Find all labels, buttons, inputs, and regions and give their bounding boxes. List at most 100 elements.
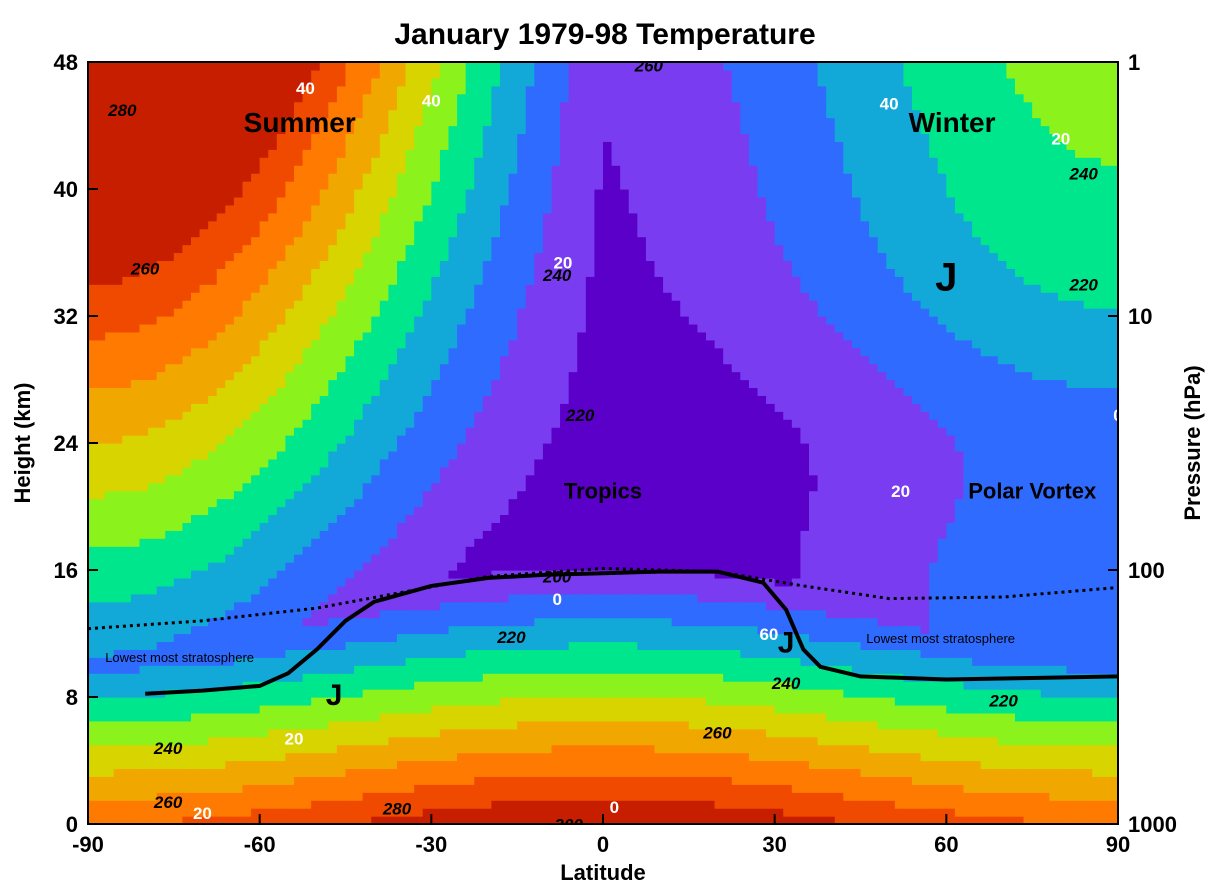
temperature-cell [457, 189, 467, 198]
temperature-cell [225, 665, 235, 674]
temperature-cell [414, 204, 424, 214]
temperature-cell [508, 363, 518, 373]
temperature-cell [251, 530, 261, 539]
temperature-cell [448, 585, 458, 595]
temperature-cell [448, 212, 458, 222]
temperature-cell [465, 196, 475, 206]
temperature-cell [148, 617, 158, 627]
temperature-cell [233, 498, 244, 508]
temperature-cell [405, 538, 415, 547]
temperature-cell [319, 514, 329, 523]
temperature-cell [268, 498, 278, 508]
temperature-cell [122, 173, 132, 182]
temperature-cell [173, 744, 184, 754]
temperature-cell [525, 196, 535, 206]
temperature-cell [233, 109, 244, 119]
temperature-cell [182, 466, 192, 476]
temperature-cell [242, 546, 252, 555]
temperature-cell [397, 355, 407, 365]
temperature-cell [242, 712, 252, 722]
temperature-cell [311, 196, 321, 206]
temperature-cell [362, 657, 372, 666]
temperature-cell [465, 641, 475, 650]
temperature-cell [311, 339, 321, 349]
temperature-cell [173, 85, 184, 95]
temperature-cell [199, 808, 209, 817]
temperature-cell [96, 419, 106, 428]
temperature-cell [431, 784, 441, 793]
temperature-cell [191, 228, 201, 238]
temperature-cell [345, 284, 355, 293]
temperature-cell [156, 784, 166, 793]
temperature-cell [216, 752, 226, 762]
temperature-cell [199, 228, 209, 238]
temperature-cell [259, 419, 269, 428]
temperature-cell [276, 117, 287, 127]
temperature-cell [525, 554, 535, 563]
temperature-cell [199, 649, 209, 658]
temperature-cell [294, 625, 304, 635]
temperature-cell [414, 69, 424, 79]
temperature-cell [439, 673, 450, 682]
temperature-cell [191, 268, 201, 277]
temperature-cell [233, 657, 244, 666]
temperature-cell [130, 220, 141, 230]
temperature-cell [173, 776, 184, 785]
temperature-cell [448, 117, 458, 127]
temperature-cell [482, 125, 493, 135]
temperature-cell [139, 363, 149, 373]
temperature-cell [525, 339, 535, 349]
temperature-cell [191, 323, 201, 333]
temperature-cell [345, 395, 355, 404]
temperature-cell [302, 443, 312, 452]
temperature-cell [439, 665, 450, 674]
temperature-cell [242, 228, 252, 238]
temperature-cell [336, 300, 347, 309]
temperature-cell [259, 260, 269, 269]
temperature-cell [268, 189, 278, 198]
temperature-cell [259, 657, 269, 666]
temperature-cell [285, 236, 295, 246]
temperature-cell [268, 609, 278, 619]
temperature-cell [354, 101, 364, 111]
temperature-cell [311, 808, 321, 817]
temperature-cell [491, 458, 501, 468]
temperature-cell [457, 125, 467, 135]
temperature-cell [345, 562, 355, 571]
temperature-cell [491, 427, 501, 436]
temperature-cell [319, 435, 329, 444]
temperature-cell [182, 649, 192, 658]
temperature-cell [216, 760, 226, 770]
temperature-cell [525, 514, 535, 523]
temperature-cell [96, 768, 106, 777]
temperature-cell [431, 125, 441, 135]
temperature-cell [122, 808, 132, 817]
temperature-cell [354, 371, 364, 381]
temperature-cell [336, 704, 347, 714]
temperature-cell [216, 816, 226, 824]
temperature-cell [414, 665, 424, 674]
temperature-cell [285, 316, 295, 325]
temperature-cell [182, 657, 192, 666]
temperature-cell [328, 363, 338, 373]
temperature-cell [199, 498, 209, 508]
temperature-cell [242, 808, 252, 817]
temperature-cell [294, 522, 304, 531]
temperature-cell [319, 450, 329, 460]
temperature-cell [388, 355, 398, 365]
temperature-cell [482, 284, 493, 293]
temperature-cell [354, 593, 364, 603]
temperature-cell [294, 339, 304, 349]
temperature-cell [122, 562, 132, 571]
temperature-cell [148, 712, 158, 722]
temperature-cell [233, 62, 244, 71]
temperature-cell [397, 379, 407, 389]
temperature-cell [328, 236, 338, 246]
temperature-cell [208, 427, 218, 436]
temperature-cell [474, 768, 484, 777]
temperature-cell [208, 570, 218, 579]
temperature-cell [517, 760, 527, 770]
temperature-cell [182, 323, 192, 333]
temperature-cell [294, 323, 304, 333]
temperature-cell [500, 125, 510, 135]
